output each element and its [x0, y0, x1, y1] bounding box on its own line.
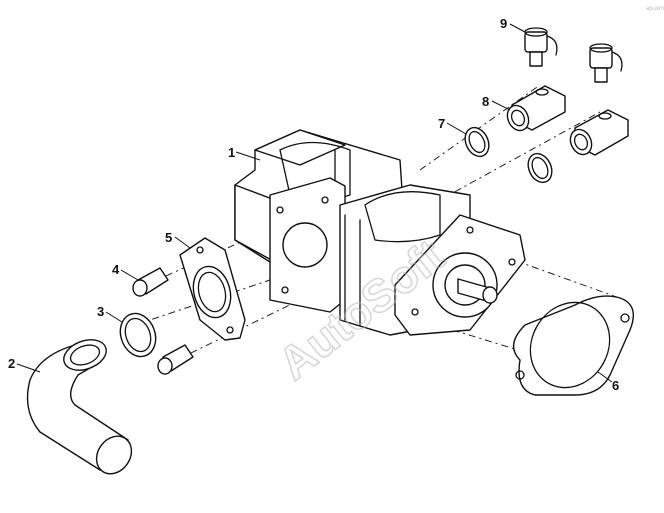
leader-lines [16, 23, 613, 383]
banjo-fitting-upper [506, 85, 566, 132]
callout-1: 1 [228, 145, 235, 160]
pump-body [234, 129, 526, 336]
callout-4: 4 [112, 262, 120, 277]
callout-3: 3 [97, 304, 104, 319]
callout-7: 7 [438, 116, 445, 131]
seal-ring-lower [527, 152, 553, 184]
test-coupling-upper [524, 27, 558, 67]
callout-9: 9 [500, 16, 507, 31]
elbow-pipe [26, 339, 133, 475]
callout-6: 6 [612, 378, 619, 393]
flange-plate [179, 237, 246, 341]
callout-5: 5 [165, 230, 172, 245]
corner-mark: ap-wm [646, 6, 664, 12]
o-ring-3 [119, 312, 157, 358]
gasket-large [512, 295, 634, 396]
bolt-lower [157, 344, 194, 375]
test-coupling-lower [589, 43, 623, 83]
bolt-upper [132, 267, 169, 297]
callout-8: 8 [482, 94, 489, 109]
banjo-fitting-lower [569, 109, 629, 156]
seal-ring-upper [464, 126, 490, 158]
callout-2: 2 [8, 356, 15, 371]
callout-labels: 1 2 3 4 5 6 7 8 9 [8, 16, 619, 393]
